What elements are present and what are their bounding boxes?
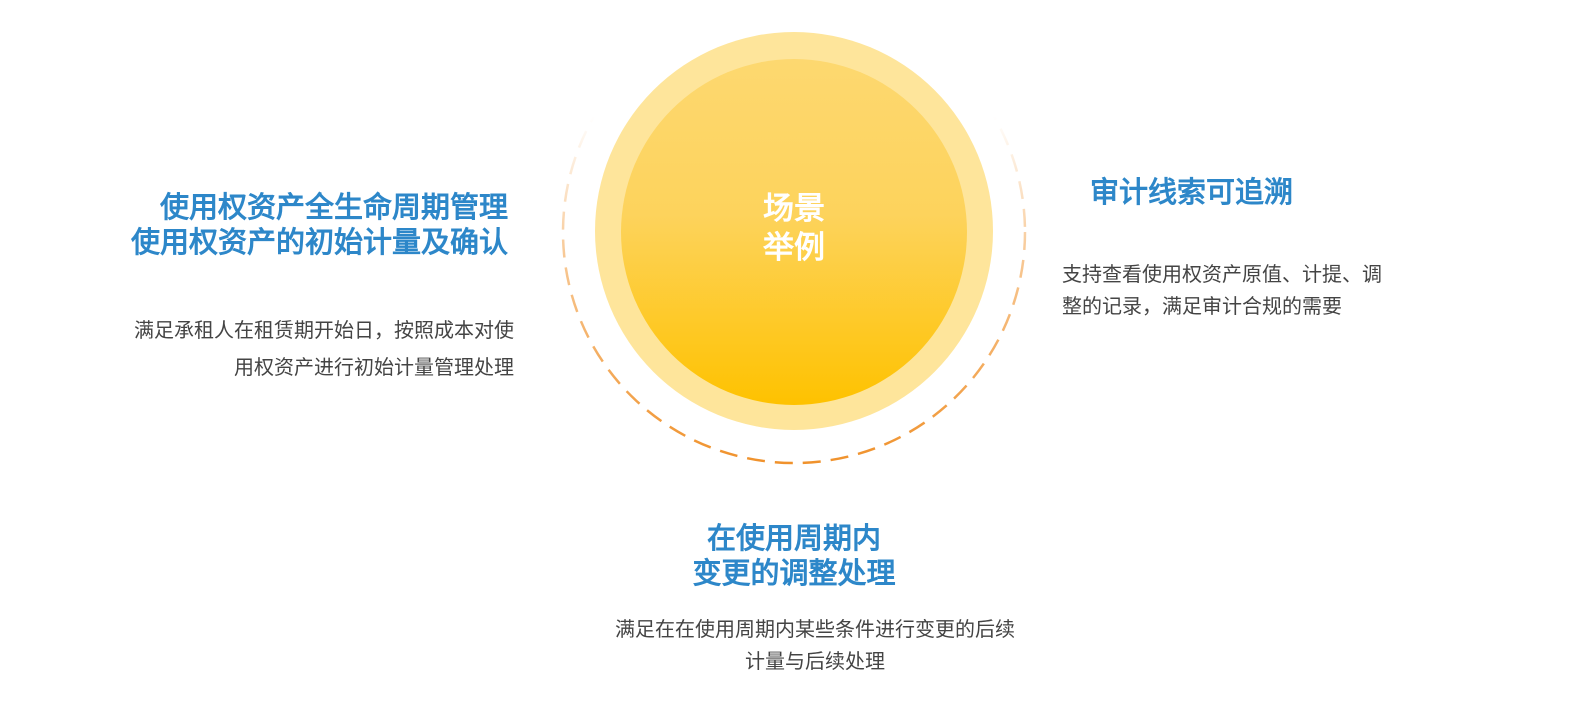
desc-line: 整的记录，满足审计合规的需要 bbox=[1062, 294, 1342, 318]
scenario-desc-right: 支持查看使用权资产原值、计提、调 整的记录，满足审计合规的需要 bbox=[1062, 258, 1382, 322]
center-label-line2: 举例 bbox=[763, 230, 825, 266]
scenario-desc-bottom: 满足在在使用周期内某些条件进行变更的后续 计量与后续处理 bbox=[560, 613, 1070, 677]
inner-core bbox=[621, 59, 967, 405]
title-line: 变更的调整处理 bbox=[692, 556, 896, 590]
desc-line: 支持查看使用权资产原值、计提、调 bbox=[1062, 262, 1382, 286]
scenario-title-left: 使用权资产全生命周期管理 使用权资产的初始计量及确认 bbox=[131, 190, 508, 260]
scenario-desc-left: 满足承租人在租赁期开始日，按照成本对使 用权资产进行初始计量管理处理 bbox=[134, 312, 514, 386]
center-label-line1: 场景 bbox=[763, 191, 825, 227]
desc-line: 计量与后续处理 bbox=[745, 649, 885, 673]
title-line: 使用权资产全生命周期管理 bbox=[159, 190, 508, 224]
scenario-title-bottom: 在使用周期内 变更的调整处理 bbox=[594, 521, 994, 591]
desc-line: 满足在在使用周期内某些条件进行变更的后续 bbox=[615, 617, 1015, 641]
desc-line: 满足承租人在租赁期开始日，按照成本对使 bbox=[134, 318, 514, 342]
center-label: 场景 举例 bbox=[744, 190, 844, 268]
title-line: 在使用周期内 bbox=[706, 521, 881, 555]
title-line: 使用权资产的初始计量及确认 bbox=[130, 225, 508, 259]
desc-line: 用权资产进行初始计量管理处理 bbox=[234, 355, 514, 379]
scenario-title-right: 审计线索可追溯 bbox=[1090, 175, 1293, 210]
dashed-orbit bbox=[561, 0, 1027, 465]
title-line: 审计线索可追溯 bbox=[1090, 175, 1294, 209]
